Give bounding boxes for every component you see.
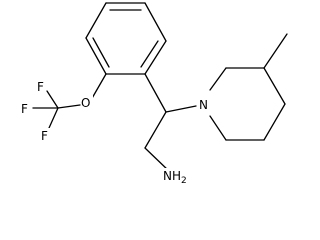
o-cf3-bond [57,104,81,109]
ring-bond [144,2,167,42]
aryl-ch-bond [144,73,167,113]
pip-bond [209,115,227,141]
ring-double-bond [92,37,110,68]
ring-bond [85,2,107,39]
atom-label-layer: O F F F N NH2 [20,79,210,186]
bond-layer [32,2,288,173]
pip-bond [209,67,227,91]
ch-n-bond [165,105,197,113]
ring-bond [144,40,167,75]
ring-bond [85,37,107,75]
aryl-o-bond [90,73,107,101]
c-f-bond [46,90,59,109]
fluorine-label-top: F [37,80,44,94]
methyl-bond [263,33,288,69]
structure-drawing: O F F F N NH2 [20,2,288,186]
pip-bond [263,67,286,105]
fluorine-label-bottom: F [41,129,48,143]
c-f-bond [48,107,59,129]
amine-label: NH2 [163,169,187,186]
nitrogen-label: N [199,98,208,112]
fluorine-label-left: F [21,102,28,116]
pip-bond [263,103,286,141]
ring-double-bond [140,40,159,68]
oxygen-label: O [81,96,90,110]
ch-ch2-bond [144,111,167,149]
